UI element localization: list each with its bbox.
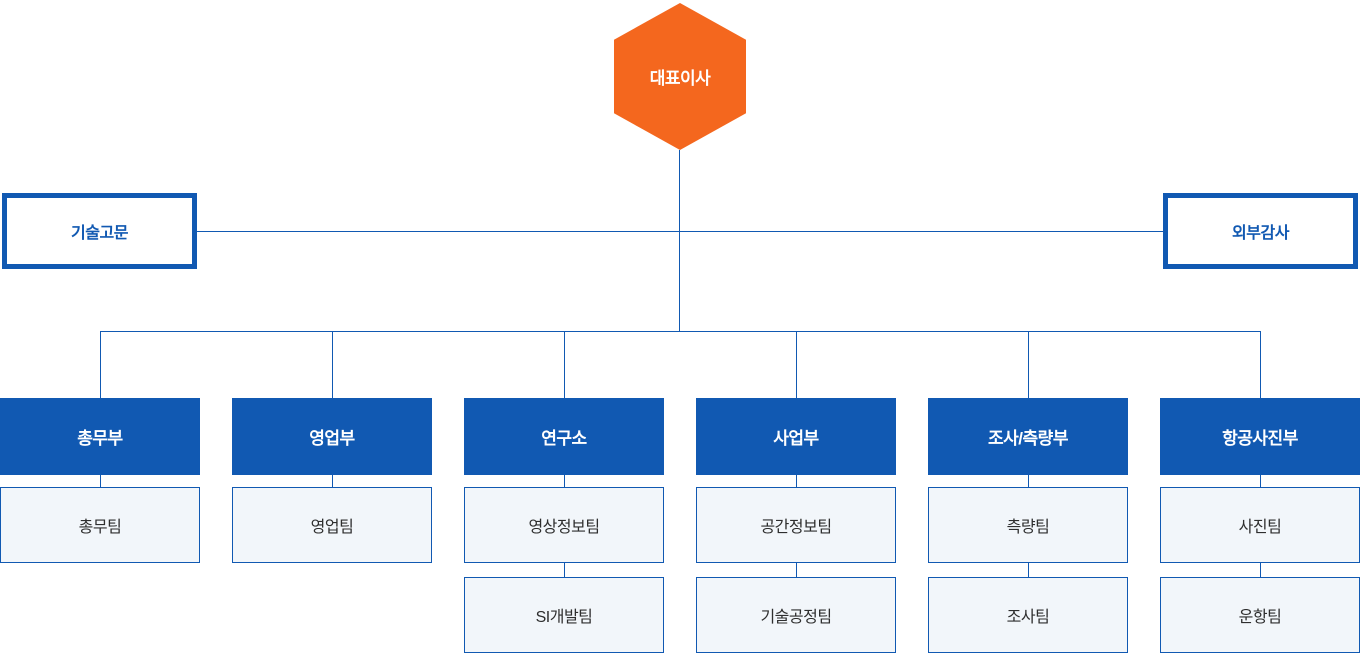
- team-node: SI개발팀: [464, 577, 664, 653]
- team-node: 운항팀: [1160, 577, 1360, 653]
- advisor-node-technical: 기술고문: [2, 193, 197, 269]
- department-column: 사업부 공간정보팀 기술공정팀: [696, 331, 896, 653]
- department-label: 영업부: [309, 429, 355, 448]
- team-label: 기술공정팀: [760, 609, 832, 626]
- team-label: 공간정보팀: [760, 519, 832, 536]
- column-stub-line: [1259, 331, 1261, 398]
- team-label: 영상정보팀: [528, 519, 600, 536]
- team-connector-line: [1259, 563, 1261, 577]
- team-connector-line: [1259, 475, 1261, 487]
- team-connector-line: [99, 475, 101, 487]
- team-node: 기술공정팀: [696, 577, 896, 653]
- team-label: 조사팀: [1006, 609, 1050, 626]
- team-connector-line: [563, 563, 565, 577]
- ceo-vertical-connector-line: [679, 150, 680, 331]
- ceo-label: 대표이사: [649, 69, 711, 88]
- department-column: 총무부 총무팀: [0, 331, 200, 563]
- departments-distribution-line: [100, 331, 1260, 332]
- department-label: 조사/측량부: [988, 429, 1068, 448]
- team-connector-line: [1027, 475, 1029, 487]
- team-connector-line: [1027, 563, 1029, 577]
- column-stub-line: [563, 331, 565, 398]
- department-node: 연구소: [464, 398, 664, 475]
- department-node: 사업부: [696, 398, 896, 475]
- team-label: 총무팀: [78, 519, 122, 536]
- team-node: 총무팀: [0, 487, 200, 563]
- department-label: 연구소: [541, 429, 587, 448]
- team-label: 운항팀: [1238, 609, 1282, 626]
- team-node: 조사팀: [928, 577, 1128, 653]
- team-label: 영업팀: [310, 519, 354, 536]
- column-stub-line: [1027, 331, 1029, 398]
- department-label: 총무부: [77, 429, 123, 448]
- column-stub-line: [795, 331, 797, 398]
- team-node: 영상정보팀: [464, 487, 664, 563]
- department-label: 사업부: [773, 429, 819, 448]
- department-node: 조사/측량부: [928, 398, 1128, 475]
- team-connector-line: [563, 475, 565, 487]
- team-node: 측량팀: [928, 487, 1128, 563]
- team-connector-line: [795, 475, 797, 487]
- column-stub-line: [331, 331, 333, 398]
- ceo-node: 대표이사: [614, 3, 746, 150]
- department-node: 항공사진부: [1160, 398, 1360, 475]
- team-node: 공간정보팀: [696, 487, 896, 563]
- department-column: 조사/측량부 측량팀 조사팀: [928, 331, 1128, 653]
- advisor-label-technical: 기술고문: [71, 225, 128, 242]
- team-label: 측량팀: [1006, 519, 1050, 536]
- column-stub-line: [99, 331, 101, 398]
- department-column: 영업부 영업팀: [232, 331, 432, 563]
- department-column: 항공사진부 사진팀 운항팀: [1160, 331, 1360, 653]
- advisor-label-external-audit: 외부감사: [1232, 225, 1289, 242]
- team-connector-line: [331, 475, 333, 487]
- advisor-node-external-audit: 외부감사: [1163, 193, 1358, 269]
- department-label: 항공사진부: [1222, 429, 1298, 448]
- department-column: 연구소 영상정보팀 SI개발팀: [464, 331, 664, 653]
- department-node: 총무부: [0, 398, 200, 475]
- team-label: SI개발팀: [535, 609, 593, 626]
- team-connector-line: [795, 563, 797, 577]
- team-label: 사진팀: [1238, 519, 1282, 536]
- department-node: 영업부: [232, 398, 432, 475]
- team-node: 영업팀: [232, 487, 432, 563]
- team-node: 사진팀: [1160, 487, 1360, 563]
- advisor-horizontal-connector-line: [197, 231, 1163, 232]
